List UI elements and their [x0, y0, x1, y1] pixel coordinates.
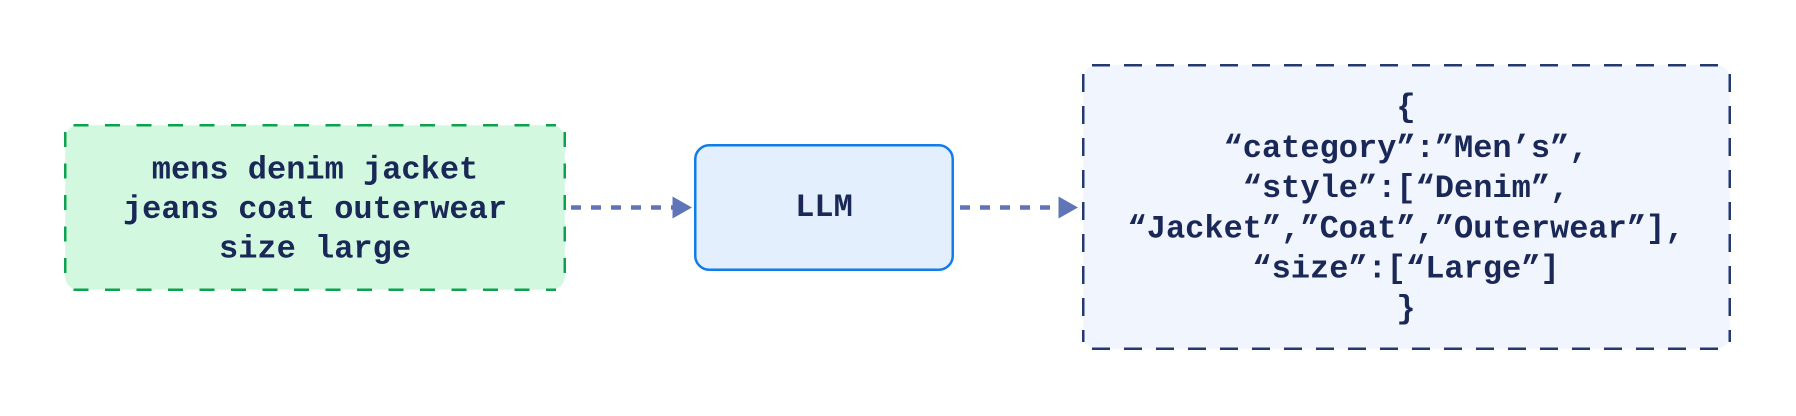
- svg-text:“size”:[“Large”]: “size”:[“Large”]: [1252, 251, 1559, 288]
- svg-text:“category”:”Men’s”,: “category”:”Men’s”,: [1224, 130, 1589, 167]
- svg-text:mens denim jacket: mens denim jacket: [152, 152, 478, 189]
- svg-text:{: {: [1396, 90, 1415, 127]
- svg-text:LLM: LLM: [795, 189, 853, 226]
- svg-text:size large: size large: [219, 231, 411, 268]
- svg-text:“Jacket”,”Coat”,”Outerwear”],: “Jacket”,”Coat”,”Outerwear”],: [1128, 210, 1685, 247]
- svg-text:“style”:[“Denim”,: “style”:[“Denim”,: [1243, 170, 1569, 207]
- svg-text:}: }: [1396, 291, 1415, 328]
- svg-text:jeans coat outerwear: jeans coat outerwear: [123, 191, 507, 228]
